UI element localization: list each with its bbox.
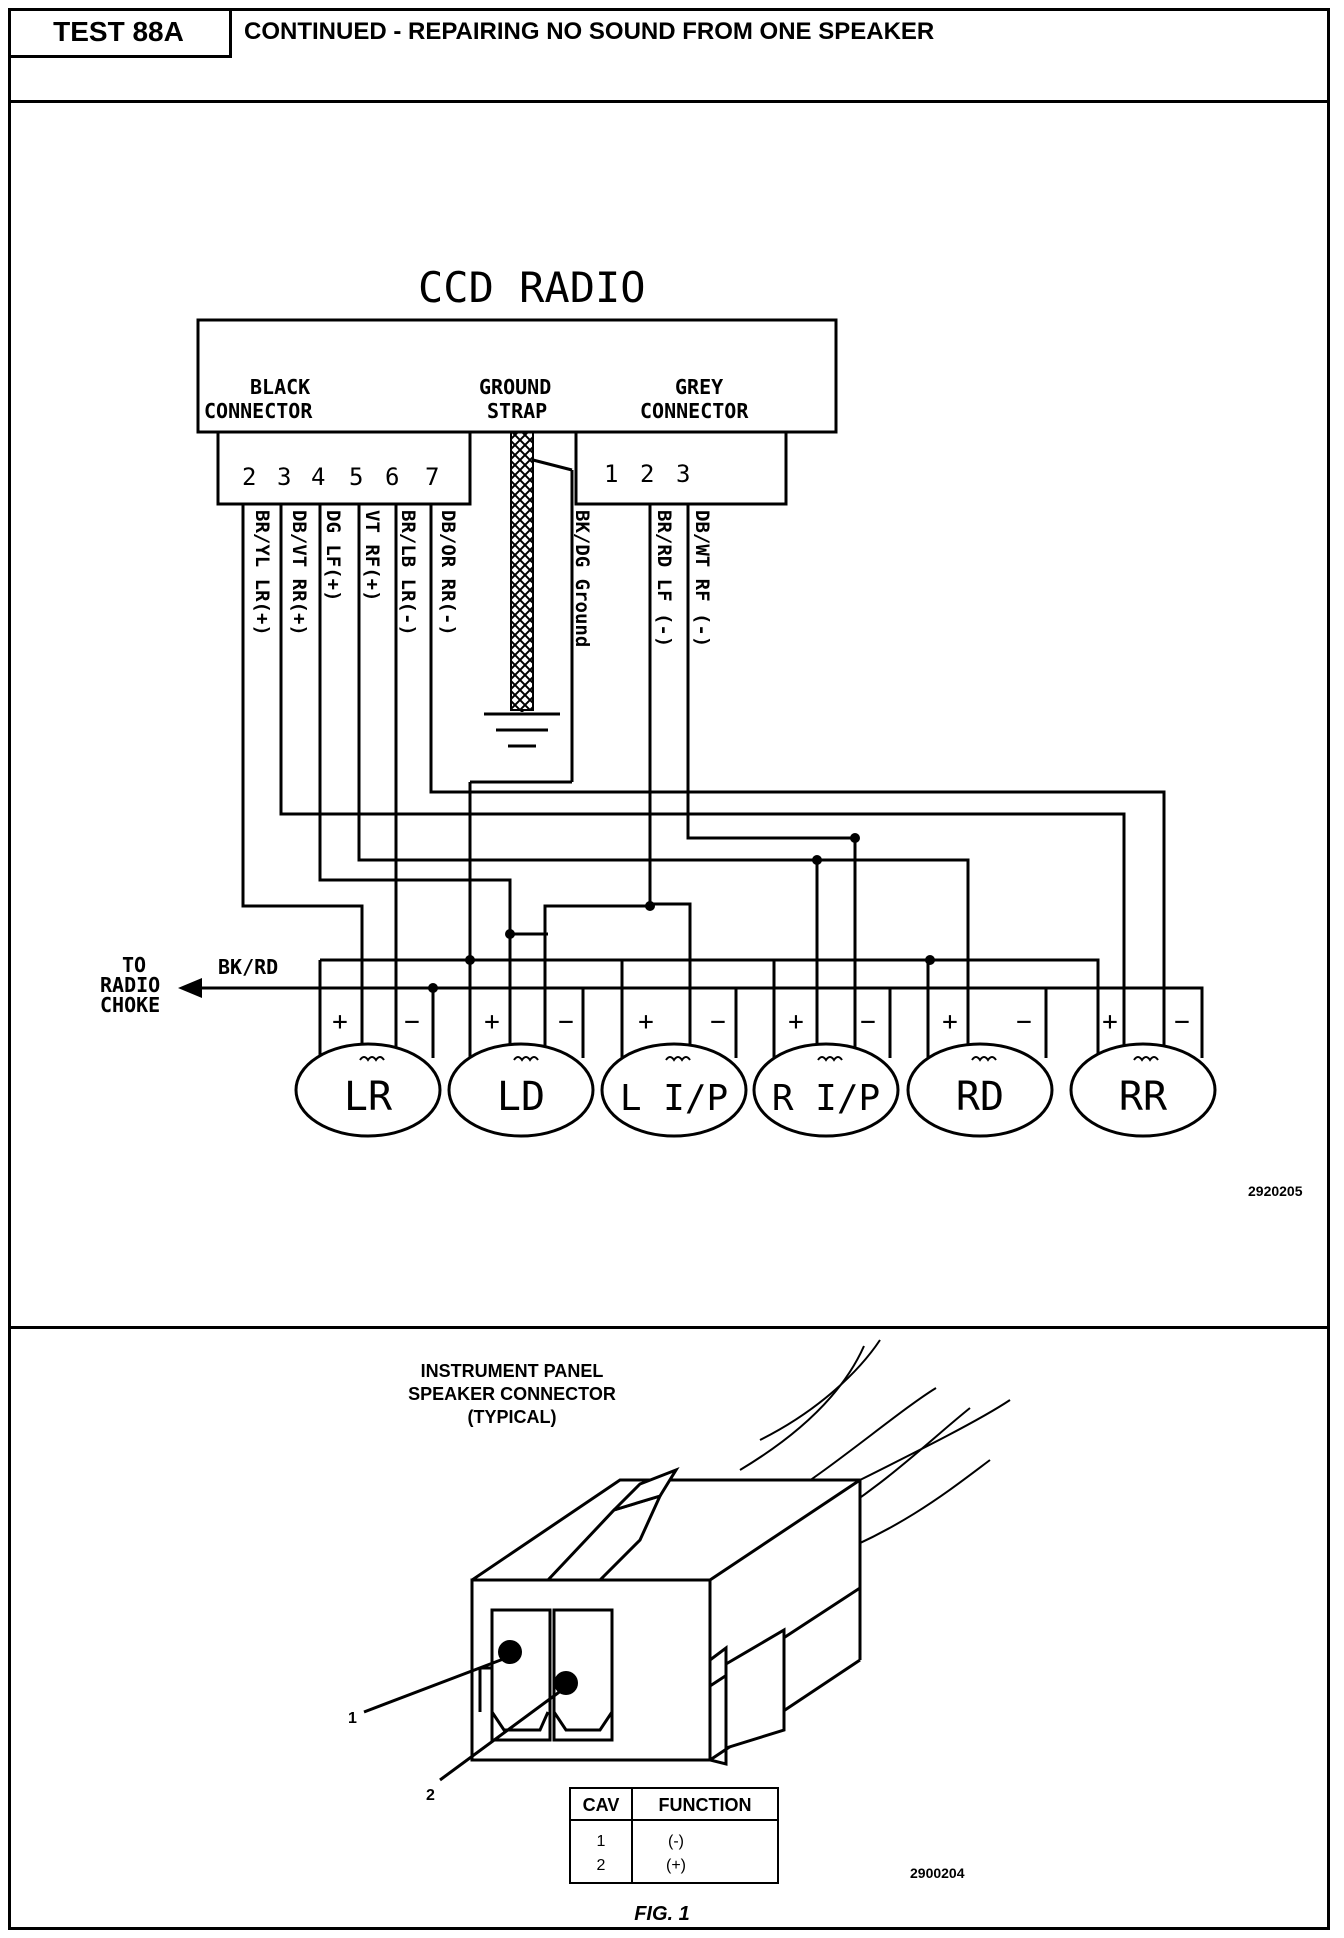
test-id: TEST 88A <box>53 15 184 47</box>
grey-connector <box>574 430 788 506</box>
page-title: CONTINUED - REPAIRING NO SOUND FROM ONE … <box>244 18 935 45</box>
plus-sign: + <box>638 1007 654 1037</box>
minus-sign: − <box>558 1007 574 1037</box>
connector-title-3: (TYPICAL) <box>468 1407 557 1427</box>
black-pin-labels: 2 3 4 5 6 7 <box>242 463 439 491</box>
test-id-box: TEST 88A <box>8 8 232 58</box>
choke-label-3: CHOKE <box>100 993 160 1017</box>
wire-label-db-vt: DB/VT RR(+) <box>288 510 310 636</box>
pin-label: 4 <box>311 463 325 491</box>
wire-label-vt: VT RF(+) <box>361 510 383 602</box>
callout-2: 2 <box>426 1787 435 1804</box>
speakers: LR + − LD + − L I/P + − R I/P + − RD + − <box>294 1007 1217 1138</box>
wire-labels: BR/YL LR(+) DB/VT RR(+) DG LF(+) VT RF(+… <box>251 510 713 647</box>
table-header-cav: CAV <box>583 1795 620 1815</box>
choke-label-2: RADIO <box>100 973 160 997</box>
black-connector-label-1: BLACK <box>250 375 310 399</box>
wire-label-dg: DG LF(+) <box>322 510 344 602</box>
grey-connector-label-1: GREY <box>675 375 723 399</box>
speaker-label: LR <box>344 1074 393 1120</box>
table-cell: 1 <box>597 1833 606 1850</box>
pin-label: 3 <box>676 460 690 488</box>
plus-sign: + <box>484 1007 500 1037</box>
plus-sign: + <box>788 1007 804 1037</box>
wire-label-br-yl: BR/YL LR(+) <box>251 510 273 636</box>
ground-strap-label-2: STRAP <box>487 399 547 423</box>
speaker-ld: LD + − <box>447 1007 595 1138</box>
page-frame <box>8 8 1330 1930</box>
ground-symbol <box>484 710 560 748</box>
plus-sign: + <box>1102 1007 1118 1037</box>
pin-label: 2 <box>640 460 654 488</box>
wire-label-br-rd: BR/RD LF (-) <box>653 510 675 647</box>
speaker-rd: RD + − <box>906 1007 1054 1138</box>
grey-connector-label-2: CONNECTOR <box>640 399 749 423</box>
radio-title: CCD RADIO <box>418 263 646 312</box>
connector-title-2: SPEAKER CONNECTOR <box>408 1384 616 1404</box>
cavity-2-dot <box>554 1671 578 1695</box>
figure-caption: FIG. 1 <box>634 1903 690 1925</box>
minus-sign: − <box>710 1007 726 1037</box>
junction-dots <box>428 833 935 993</box>
speaker-label: LD <box>497 1074 545 1120</box>
callout-1: 1 <box>348 1710 357 1727</box>
pin-label: 5 <box>349 463 363 491</box>
wire-label-br-lb: BR/LB LR(-) <box>397 510 419 636</box>
choke-arrow <box>178 978 202 998</box>
plus-sign: + <box>332 1007 348 1037</box>
pin-label: 6 <box>385 463 399 491</box>
figure-id-schematic: 2920205 <box>1248 1183 1303 1199</box>
grey-pin-labels: 1 2 3 <box>604 460 690 488</box>
minus-sign: − <box>404 1007 420 1037</box>
connector-drawing <box>470 1339 1011 1766</box>
speaker-l-ip: L I/P + − <box>600 1007 748 1138</box>
speaker-rr: RR + − <box>1069 1007 1217 1138</box>
pin-label: 1 <box>604 460 618 488</box>
speaker-label: RD <box>956 1074 1004 1120</box>
minus-sign: − <box>1174 1007 1190 1037</box>
table-header-function: FUNCTION <box>659 1795 752 1815</box>
figure-id-connector: 2900204 <box>910 1865 965 1881</box>
wire-label-db-or: DB/OR RR(-) <box>437 510 459 636</box>
minus-sign: − <box>860 1007 876 1037</box>
choke-label-1: TO <box>122 953 146 977</box>
cavity-table: CAV FUNCTION 1 (-) 2 (+) <box>569 1787 779 1884</box>
wire-label-bk-dg: BK/DG Ground <box>571 510 593 647</box>
callout-lines <box>363 1656 563 1782</box>
pin-label: 7 <box>425 463 439 491</box>
speaker-label: L I/P <box>620 1078 728 1119</box>
black-connector <box>216 430 472 506</box>
table-cell: (+) <box>666 1857 686 1874</box>
black-connector-label-2: CONNECTOR <box>204 399 313 423</box>
wire-label-db-wt: DB/WT RF (-) <box>691 510 713 647</box>
minus-sign: − <box>1016 1007 1032 1037</box>
coil-marks <box>359 1056 1159 1062</box>
speaker-label: R I/P <box>772 1078 880 1119</box>
table-cell: (-) <box>668 1833 684 1850</box>
speaker-r-ip: R I/P + − <box>752 1007 900 1138</box>
pin-label: 2 <box>242 463 256 491</box>
header-row <box>8 8 1330 103</box>
ground-wire <box>532 458 573 472</box>
pin-label: 3 <box>277 463 291 491</box>
ground-strap <box>510 431 534 711</box>
speaker-lr: LR + − <box>294 1007 442 1138</box>
table-cell: 2 <box>597 1857 606 1874</box>
ground-strap-label-1: GROUND <box>479 375 551 399</box>
choke-wire-label: BK/RD <box>218 955 278 979</box>
speaker-label: RR <box>1119 1074 1168 1120</box>
section-divider <box>8 1326 1330 1329</box>
plus-sign: + <box>942 1007 958 1037</box>
wires <box>197 504 1204 1058</box>
connector-title-1: INSTRUMENT PANEL <box>421 1361 604 1381</box>
cavity-dots <box>498 1640 578 1695</box>
